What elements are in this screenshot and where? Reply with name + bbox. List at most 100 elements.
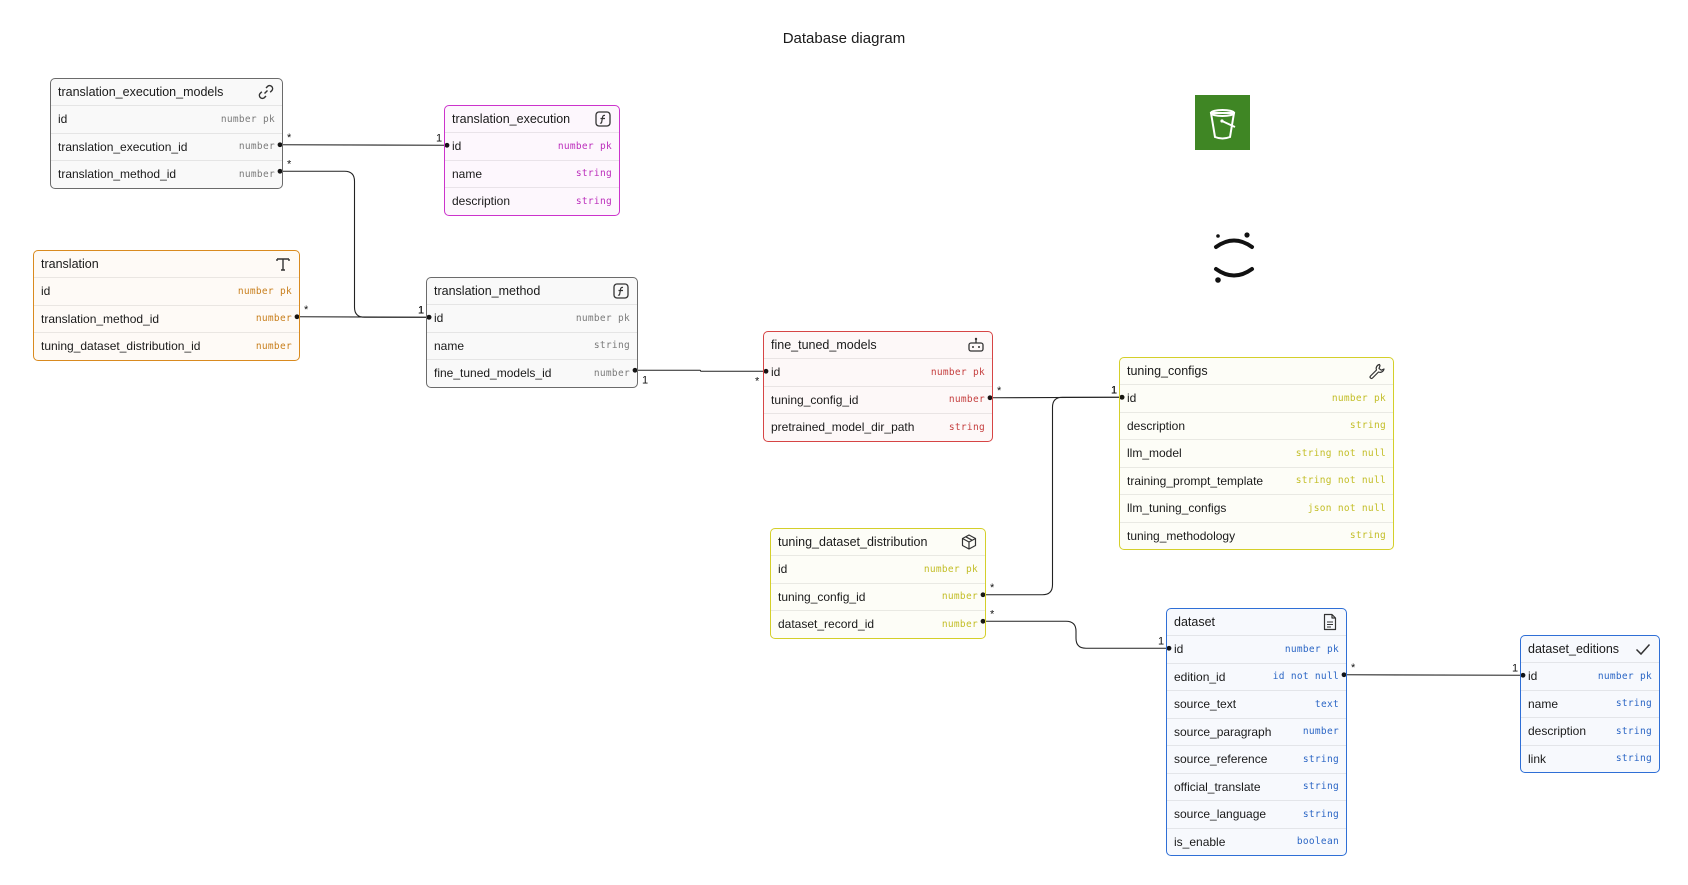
field-name: description [1528, 724, 1587, 739]
cardinality-label: 1 [1158, 635, 1164, 647]
cardinality-label: * [287, 158, 292, 170]
entity-header[interactable]: translation [34, 251, 299, 277]
field-type: number [948, 394, 985, 406]
field-type: number [941, 618, 978, 630]
entity-header[interactable]: tuning_dataset_distribution [771, 529, 985, 555]
field-type: number pk [930, 366, 985, 378]
cardinality-label: 1 [418, 304, 424, 316]
field-name: id [1127, 391, 1137, 406]
field-name: id [41, 284, 51, 299]
field-type: string [1349, 420, 1386, 432]
field-name: fine_tuned_models_id [434, 366, 552, 381]
diagram-title: Database diagram [782, 30, 906, 47]
field-type: number [255, 340, 292, 352]
field-name: id [452, 139, 462, 154]
field-name: name [434, 338, 465, 353]
field-type: number pk [237, 285, 292, 297]
field-row[interactable]: description string [1521, 717, 1659, 745]
cardinality-label: * [990, 608, 995, 620]
wrench-icon [1368, 362, 1386, 380]
entity-translation[interactable]: translation id number pk translation_method… [33, 250, 300, 361]
entity-header[interactable]: translation_execution [445, 106, 619, 132]
jupyter-logo-icon [1214, 232, 1254, 283]
field-type: string [1302, 808, 1339, 820]
entity-name: translation_execution_models [58, 85, 224, 99]
field-name: tuning_dataset_distribution_id [41, 339, 201, 354]
entity-header[interactable]: dataset_editions [1521, 636, 1659, 662]
field-name: id [771, 365, 781, 380]
field-row[interactable]: tuning_dataset_distribution_id number [34, 332, 299, 360]
field-type: number [941, 591, 978, 603]
entity-header[interactable]: dataset [1167, 609, 1346, 635]
cardinality-label: 1 [436, 132, 442, 144]
field-name: id [434, 311, 444, 326]
field-type: id not null [1272, 671, 1339, 683]
field-name: id [58, 112, 68, 127]
field-row[interactable]: id number pk [1120, 384, 1393, 412]
field-type: string not null [1295, 447, 1386, 459]
field-row[interactable]: source_paragraph number [1167, 717, 1346, 746]
entity-header[interactable]: tuning_configs [1120, 358, 1393, 384]
relation-line [983, 396, 1122, 596]
field-type: string [575, 168, 612, 180]
field-row[interactable]: id number pk [34, 277, 299, 305]
field-type: string [948, 421, 985, 433]
relation-line [983, 620, 1169, 649]
cardinality-label: 1 [642, 374, 648, 386]
link-icon [257, 83, 275, 101]
field-row[interactable]: id number pk [764, 358, 992, 386]
field-type: number pk [1331, 392, 1386, 404]
entity-header[interactable]: translation_method [427, 278, 637, 304]
field-row[interactable]: llm_model string not null [1120, 439, 1393, 467]
field-name: llm_model [1127, 446, 1182, 461]
cardinality-label: 1 [1512, 662, 1518, 674]
field-name: source_paragraph [1174, 724, 1272, 739]
entity-header[interactable]: translation_execution_models [51, 79, 282, 105]
field-type: number [1302, 726, 1339, 738]
field-type: string [1615, 725, 1652, 737]
function-icon [594, 110, 612, 128]
field-name: id [1528, 669, 1538, 684]
entity-header[interactable]: fine_tuned_models [764, 332, 992, 358]
entity-name: tuning_configs [1127, 364, 1208, 378]
aws-s3-bucket-icon [1195, 95, 1250, 150]
entity-name: translation [41, 257, 99, 271]
